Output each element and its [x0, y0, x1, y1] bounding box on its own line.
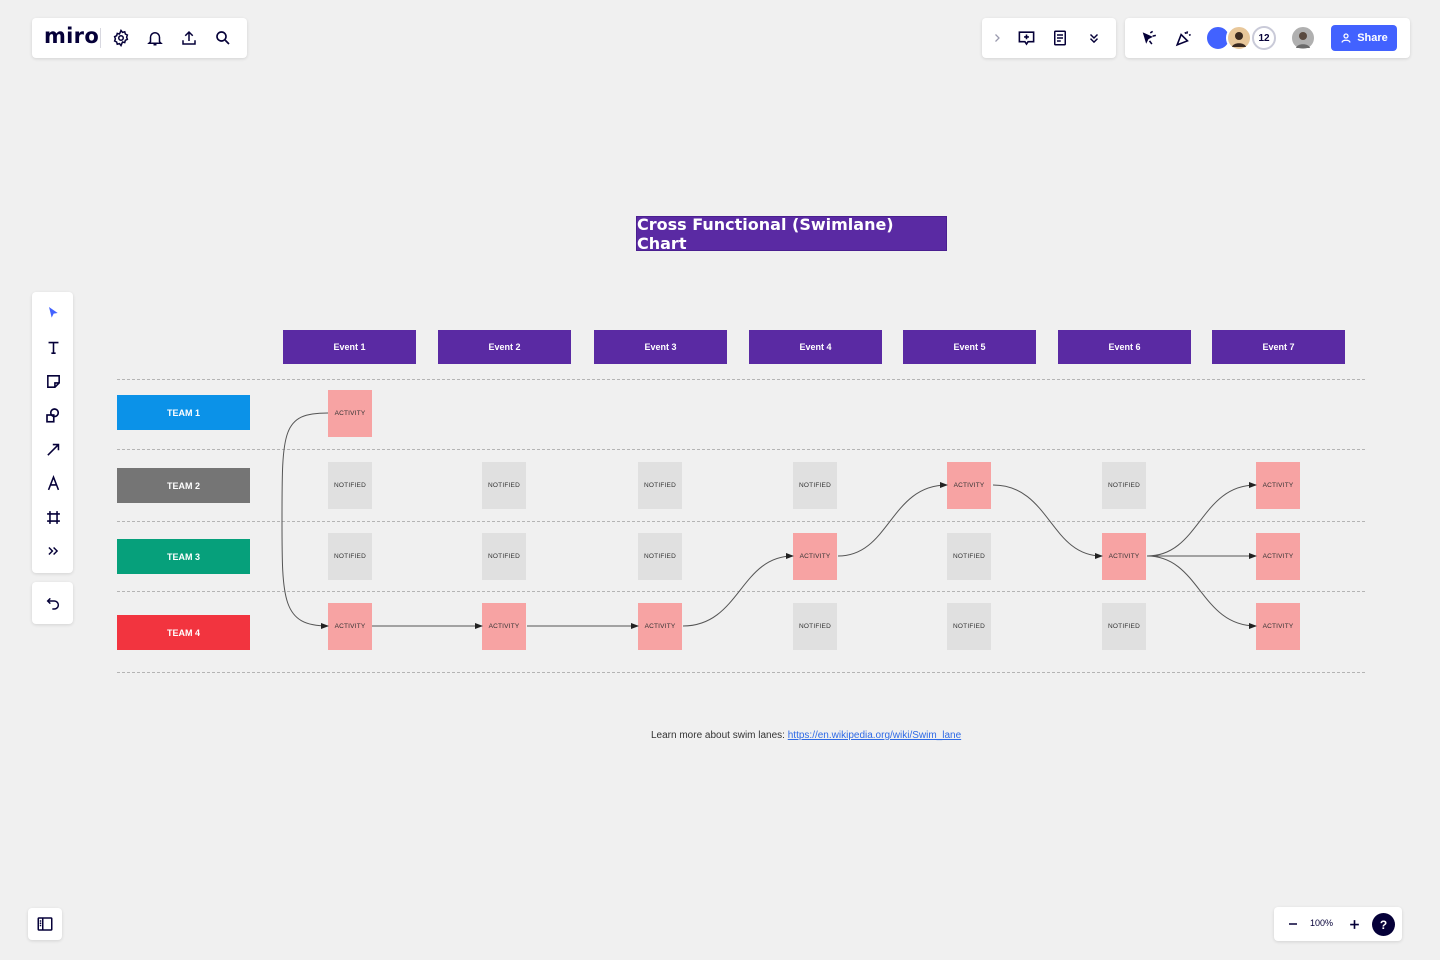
activity-sticky[interactable]: ACTIVITY	[328, 390, 372, 437]
lane-divider	[117, 521, 1365, 522]
notified-sticky[interactable]: NOTIFIED	[482, 533, 526, 580]
notified-sticky[interactable]: NOTIFIED	[638, 533, 682, 580]
undo-panel	[32, 582, 73, 624]
help-button[interactable]: ?	[1372, 913, 1395, 936]
board-title[interactable]: Cross Functional (Swimlane) Chart	[636, 215, 947, 253]
lane-divider	[117, 449, 1365, 450]
notified-sticky[interactable]: NOTIFIED	[793, 462, 837, 509]
share-button[interactable]: Share	[1331, 25, 1397, 51]
learn-more-text: Learn more about swim lanes:	[651, 730, 788, 741]
event-header-7[interactable]: Event 7	[1212, 330, 1345, 364]
event-header-5[interactable]: Event 5	[903, 330, 1036, 364]
share-toolbar: 12 Share	[1125, 18, 1410, 58]
notified-sticky[interactable]: NOTIFIED	[328, 533, 372, 580]
zoom-controls: 100% ?	[1274, 907, 1402, 941]
zoom-in-icon[interactable]	[1339, 909, 1369, 939]
share-label: Share	[1357, 32, 1388, 44]
activity-sticky[interactable]: ACTIVITY	[1256, 462, 1300, 509]
settings-gear-icon[interactable]	[106, 23, 136, 53]
notified-sticky[interactable]: NOTIFIED	[947, 533, 991, 580]
collaboration-toolbar	[982, 18, 1116, 58]
activity-sticky[interactable]: ACTIVITY	[947, 462, 991, 509]
zoom-level[interactable]: 100%	[1310, 918, 1334, 928]
undo-icon[interactable]	[38, 588, 68, 618]
pen-icon[interactable]	[38, 468, 68, 498]
notified-sticky[interactable]: NOTIFIED	[793, 603, 837, 650]
creation-toolbar	[32, 292, 73, 573]
zoom-out-icon[interactable]	[1278, 909, 1308, 939]
top-left-toolbar: miro	[32, 18, 247, 58]
shapes-icon[interactable]	[38, 400, 68, 430]
select-icon[interactable]	[38, 298, 68, 328]
event-header-4[interactable]: Event 4	[749, 330, 882, 364]
activity-sticky[interactable]: ACTIVITY	[328, 603, 372, 650]
collaborator-count-badge[interactable]: 12	[1252, 26, 1276, 50]
cursor-tracking-icon[interactable]	[1134, 23, 1164, 53]
notifications-bell-icon[interactable]	[140, 23, 170, 53]
learn-more-note: Learn more about swim lanes: https://en.…	[651, 730, 961, 741]
current-user-avatar[interactable]	[1290, 25, 1316, 51]
lane-divider	[117, 672, 1365, 673]
frame-icon[interactable]	[38, 502, 68, 532]
activity-sticky[interactable]: ACTIVITY	[1102, 533, 1146, 580]
event-header-3[interactable]: Event 3	[594, 330, 727, 364]
swim-lane-link[interactable]: https://en.wikipedia.org/wiki/Swim_lane	[787, 730, 962, 741]
activity-sticky[interactable]: ACTIVITY	[793, 533, 837, 580]
notified-sticky[interactable]: NOTIFIED	[328, 462, 372, 509]
activity-sticky[interactable]: ACTIVITY	[638, 603, 682, 650]
celebrate-icon[interactable]	[1168, 23, 1198, 53]
event-header-1[interactable]: Event 1	[283, 330, 416, 364]
lane-divider	[117, 591, 1365, 592]
connection-line-icon[interactable]	[38, 434, 68, 464]
user-avatar-2[interactable]	[1226, 25, 1252, 51]
upload-icon[interactable]	[174, 23, 204, 53]
presentation-icon[interactable]	[1011, 23, 1041, 53]
search-icon[interactable]	[208, 23, 238, 53]
board-panel-toggle[interactable]	[28, 908, 62, 940]
event-header-2[interactable]: Event 2	[438, 330, 571, 364]
notified-sticky[interactable]: NOTIFIED	[947, 603, 991, 650]
text-icon[interactable]	[38, 332, 68, 362]
notified-sticky[interactable]: NOTIFIED	[482, 462, 526, 509]
activity-sticky[interactable]: ACTIVITY	[1256, 603, 1300, 650]
team-label-1[interactable]: TEAM 1	[117, 395, 250, 430]
team-label-2[interactable]: TEAM 2	[117, 468, 250, 503]
activity-sticky[interactable]: ACTIVITY	[482, 603, 526, 650]
more-tools-icon[interactable]	[38, 536, 68, 566]
team-label-4[interactable]: TEAM 4	[117, 615, 250, 650]
user-icon	[1341, 33, 1351, 43]
lane-divider	[117, 379, 1365, 380]
chevron-right-icon[interactable]	[984, 23, 1010, 53]
divider	[100, 28, 101, 48]
miro-logo[interactable]: miro	[44, 24, 100, 48]
notified-sticky[interactable]: NOTIFIED	[638, 462, 682, 509]
connector	[281, 412, 329, 629]
sidebar-panel-icon	[30, 909, 60, 939]
team-label-3[interactable]: TEAM 3	[117, 539, 250, 574]
notified-sticky[interactable]: NOTIFIED	[1102, 462, 1146, 509]
event-header-6[interactable]: Event 6	[1058, 330, 1191, 364]
activity-sticky[interactable]: ACTIVITY	[1256, 533, 1300, 580]
notes-icon[interactable]	[1045, 23, 1075, 53]
sticky-note-icon[interactable]	[38, 366, 68, 396]
notified-sticky[interactable]: NOTIFIED	[1102, 603, 1146, 650]
chevron-double-down-icon[interactable]	[1079, 23, 1109, 53]
